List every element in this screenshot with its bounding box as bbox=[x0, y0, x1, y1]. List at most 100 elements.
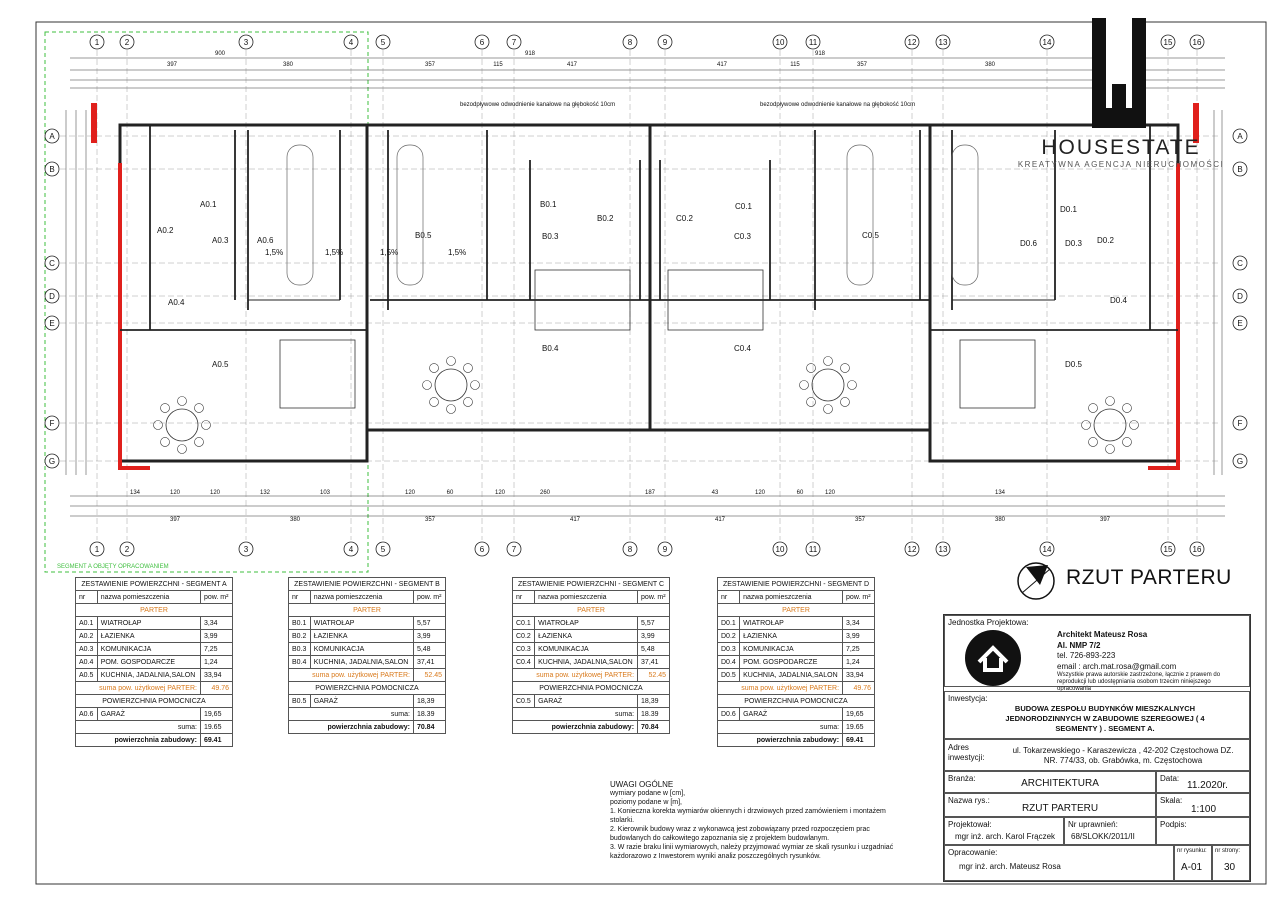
dim-text-bottom: 134 bbox=[995, 490, 1006, 496]
dining-chair bbox=[177, 396, 187, 406]
table-cell: suma: bbox=[716, 720, 844, 734]
sofa bbox=[279, 339, 356, 409]
car bbox=[951, 144, 979, 286]
table-cell: nr bbox=[511, 590, 536, 604]
table-cell: ZESTAWIENIE POWIERZCHNI - SEGMENT D bbox=[717, 577, 875, 591]
table-cell: B0.4 bbox=[288, 655, 311, 669]
table-cell: KOMUNIKACJA bbox=[309, 642, 414, 656]
table-row: suma pow. użytkowej PARTER:49.76 bbox=[716, 681, 875, 695]
table-cell: POWIERZCHNIA POMOCNICZA bbox=[75, 694, 233, 708]
dim-text-top: 900 bbox=[215, 51, 226, 57]
table-cell: PARTER bbox=[512, 603, 670, 617]
table-cell: KOMUNIKACJA bbox=[96, 642, 201, 656]
grid-label-bottom: 6 bbox=[480, 545, 485, 554]
grid-bubble-top bbox=[772, 34, 788, 50]
room-label: D0.3 bbox=[1065, 239, 1082, 248]
table-cell: 52.45 bbox=[637, 668, 670, 682]
table-cell: C0.3 bbox=[511, 642, 536, 656]
date-cell: Data: 11.2020r. bbox=[1156, 771, 1250, 793]
room-label: A0.6 bbox=[257, 236, 274, 245]
segment-wall bbox=[365, 123, 652, 432]
dim-text-top: 380 bbox=[985, 62, 996, 68]
table-cell: POWIERZCHNIA POMOCNICZA bbox=[288, 681, 446, 695]
general-notes: UWAGI OGÓLNE wymiary podane w [cm],pozio… bbox=[610, 780, 910, 861]
date-label: Data: bbox=[1160, 774, 1180, 783]
table-cell: D0.4 bbox=[716, 655, 741, 669]
table-cell: 18,39 bbox=[412, 694, 447, 708]
architect-name: Architekt Mateusz Rosa bbox=[1057, 630, 1148, 639]
table-cell: 3,34 bbox=[199, 616, 234, 630]
grid-bubble-left bbox=[44, 453, 60, 469]
grid-label-right: A bbox=[1237, 132, 1243, 141]
table-cell: C0.5 bbox=[511, 694, 536, 708]
table-cell: C0.4 bbox=[511, 655, 536, 669]
room-label: A0.5 bbox=[212, 360, 229, 369]
table-cell: suma pow. użytkowej PARTER: bbox=[288, 668, 414, 682]
dining-chair bbox=[840, 397, 850, 407]
table-cell: A0.5 bbox=[75, 668, 98, 682]
red-wall-right bbox=[1148, 163, 1180, 470]
notes-title: UWAGI OGÓLNE bbox=[610, 780, 674, 789]
grid-bubble-top bbox=[622, 34, 638, 50]
table-row: suma:18.39 bbox=[511, 707, 670, 721]
dim-text-bottom: 397 bbox=[1100, 517, 1111, 523]
dim-text-bottom: 260 bbox=[540, 490, 551, 496]
table-cell: 5,48 bbox=[412, 642, 447, 656]
table-row: ZESTAWIENIE POWIERZCHNI - SEGMENT A bbox=[75, 577, 233, 591]
room-label: B0.5 bbox=[415, 231, 432, 240]
grid-label-bottom: 8 bbox=[628, 545, 633, 554]
grid-bubble-top bbox=[805, 34, 821, 50]
grid-label-top: 13 bbox=[939, 38, 948, 47]
room-label: D0.1 bbox=[1060, 205, 1077, 214]
table-cell: KUCHNIA, JADALNIA,SALON bbox=[96, 668, 201, 682]
grid-label-top: 11 bbox=[809, 38, 818, 47]
table-row: suma pow. użytkowej PARTER:52.45 bbox=[288, 668, 447, 682]
room-label: D0.4 bbox=[1110, 296, 1127, 305]
table-cell: POWIERZCHNIA POMOCNICZA bbox=[512, 681, 670, 695]
north-arrow bbox=[1017, 562, 1055, 600]
table-cell: ZESTAWIENIE POWIERZCHNI - SEGMENT C bbox=[512, 577, 670, 591]
table-cell: 70.84 bbox=[637, 720, 670, 734]
table-cell: nazwa pomieszczenia bbox=[534, 590, 639, 604]
slope-label: 1,5% bbox=[265, 248, 283, 257]
notes-lines: wymiary podane w [cm],poziomy podane w [… bbox=[610, 789, 910, 861]
scale-value: 1:100 bbox=[1191, 804, 1217, 815]
table-row: POWIERZCHNIA POMOCNICZA bbox=[288, 681, 446, 695]
dining-chair bbox=[823, 404, 833, 414]
dim-text-top: 115 bbox=[493, 62, 503, 68]
dim-text-bottom: 120 bbox=[170, 490, 181, 496]
note-line: 3. W razie braku linii wymiarowych, nale… bbox=[610, 844, 894, 860]
dim-text-bottom: 132 bbox=[260, 490, 271, 496]
grid-label-top: 9 bbox=[663, 38, 668, 47]
table-cell: 33,94 bbox=[199, 668, 234, 682]
table-cell: B0.1 bbox=[288, 616, 311, 630]
table-cell: 49.76 bbox=[199, 681, 234, 695]
room-label: A0.1 bbox=[200, 200, 217, 209]
dining-table bbox=[1093, 408, 1127, 442]
dining-chair bbox=[429, 363, 439, 373]
table-cell: 3,99 bbox=[842, 629, 875, 643]
grid-label-top: 1 bbox=[95, 38, 100, 47]
car bbox=[396, 144, 424, 286]
table-cell: suma: bbox=[75, 720, 201, 734]
grid-bubble-top bbox=[238, 34, 254, 50]
table-cell: WIATROŁAP bbox=[309, 616, 414, 630]
grid-bubble-bottom bbox=[805, 541, 821, 557]
grid-label-left: C bbox=[49, 259, 55, 268]
scale-label: Skala: bbox=[1160, 796, 1183, 805]
grid-label-top: 7 bbox=[512, 38, 517, 47]
table-row: ZESTAWIENIE POWIERZCHNI - SEGMENT B bbox=[288, 577, 446, 591]
scale-cell: Skala: 1:100 bbox=[1156, 793, 1250, 817]
signature-cell: Podpis: bbox=[1156, 817, 1250, 845]
red-wall-stub-right bbox=[1193, 103, 1199, 143]
grid-lines: 1122334455667788991010111112121313141415… bbox=[44, 34, 1248, 557]
